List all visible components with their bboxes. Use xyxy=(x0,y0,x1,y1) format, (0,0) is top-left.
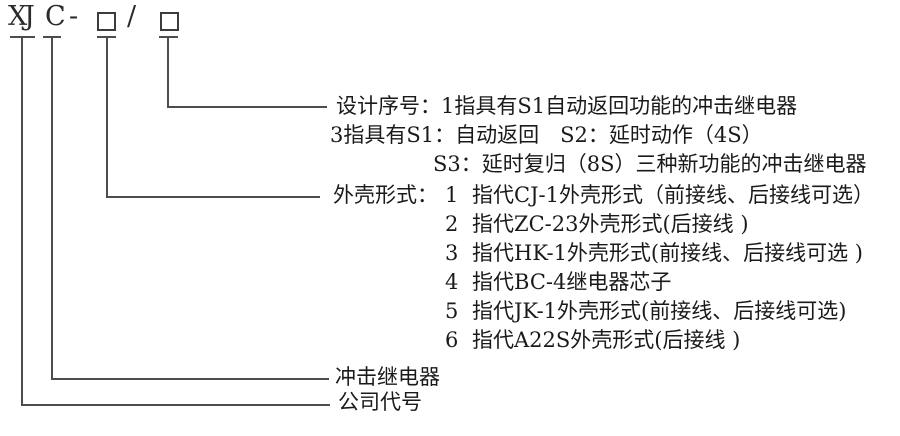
model-letter-j: J xyxy=(24,1,35,32)
shell-option-desc: 指代CJ-1外壳形式（前接线、后接线可选） xyxy=(472,183,874,207)
design-serial-line1-rest: 1指具有S1自动返回功能的冲击继电器 xyxy=(441,94,798,118)
design-serial-label: 设计序号： xyxy=(336,94,441,118)
shell-option-desc: 指代BC-4继电器芯子 xyxy=(472,270,672,294)
shell-option-num: 2 xyxy=(445,212,459,236)
shell-option-num: 6 xyxy=(445,328,459,352)
company-label: 公司代号 xyxy=(338,390,422,414)
connector-design-serial xyxy=(167,38,327,108)
relay-label: 冲击继电器 xyxy=(335,365,440,389)
shell-option-num: 1 xyxy=(445,183,459,207)
design-serial-line1: 设计序号：1指具有S1自动返回功能的冲击继电器 xyxy=(336,95,797,118)
design-serial-line2: 3指具有S1：自动返回 S2：延时动作（4S） xyxy=(330,123,763,147)
connector-relay xyxy=(51,38,329,380)
placeholder-box-shell-form xyxy=(97,12,116,31)
stub-bar-company xyxy=(10,36,35,38)
model-letter-x: X xyxy=(8,1,28,32)
model-hyphen: - xyxy=(69,1,79,32)
shell-option-desc: 指代HK-1外壳形式(前接线、后接线可选 ) xyxy=(472,241,863,265)
design-serial-line3: S3：延时复归（8S）三种新功能的冲击继电器 xyxy=(433,152,867,176)
stub-bar-design-serial xyxy=(159,36,178,38)
connector-company xyxy=(21,38,330,406)
shell-form-label: 外壳形式： xyxy=(333,183,438,207)
shell-option-num: 4 xyxy=(445,270,459,294)
stub-bar-relay xyxy=(43,36,61,38)
shell-option-desc: 指代JK-1外壳形式(前接线、后接线可选) xyxy=(472,299,847,323)
shell-option-num: 5 xyxy=(445,299,459,323)
model-slash: / xyxy=(127,1,137,32)
shell-option-desc: 指代ZC-23外壳形式(后接线 ) xyxy=(472,212,749,236)
placeholder-box-design-serial xyxy=(160,12,179,31)
model-letter-c: C xyxy=(45,1,66,32)
shell-option-num: 3 xyxy=(445,241,459,265)
shell-option-desc: 指代A22S外壳形式(后接线 ) xyxy=(472,328,741,352)
connector-shell-form xyxy=(106,38,320,198)
stub-bar-shell-form xyxy=(97,36,116,38)
